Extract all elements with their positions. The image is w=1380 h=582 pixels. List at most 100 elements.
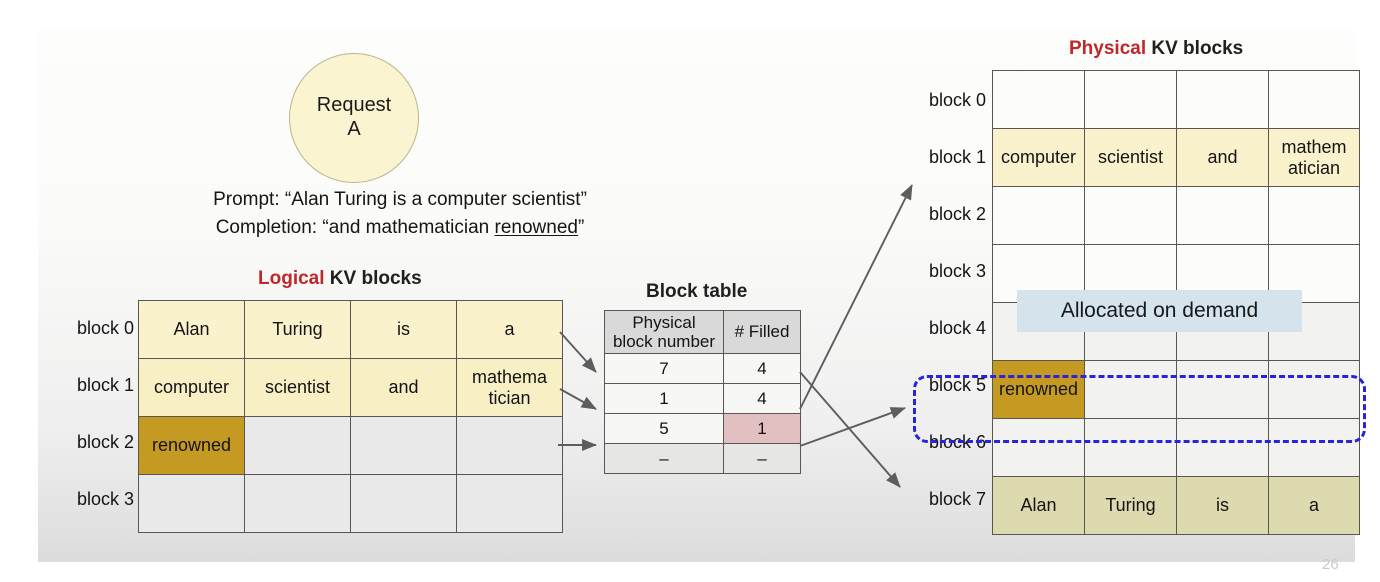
logical-cell-2-0: renowned bbox=[138, 416, 245, 475]
physical-cell-2-0 bbox=[992, 186, 1085, 245]
physical-cell-2-2 bbox=[1176, 186, 1269, 245]
physical-cell-0-1 bbox=[1084, 70, 1177, 129]
physical-row-label-6: block 6 bbox=[928, 432, 986, 452]
request-bubble: Request A bbox=[289, 53, 419, 183]
logical-cell-2-1 bbox=[244, 416, 351, 475]
table-row bbox=[992, 186, 1360, 245]
logical-cell-1-0: computer bbox=[138, 358, 245, 417]
allocated-on-demand-label: Allocated on demand bbox=[1060, 299, 1259, 322]
table-row: – – bbox=[604, 443, 801, 474]
logical-cell-1-3: mathema tician bbox=[456, 358, 563, 417]
logical-cell-0-0: Alan bbox=[138, 300, 245, 359]
logical-row-labels: block 0 block 1 block 2 block 3 bbox=[62, 300, 134, 526]
table-row: 5 1 bbox=[604, 413, 801, 444]
physical-row-labels: block 0 block 1 block 2 block 3 block 4 … bbox=[908, 70, 986, 522]
block-table-title: Block table bbox=[646, 281, 748, 302]
logical-title-rest: KV blocks bbox=[324, 268, 422, 289]
table-row: Alan Turing is a bbox=[992, 476, 1360, 535]
logical-cell-0-3: a bbox=[456, 300, 563, 359]
block-table-filled-2: 1 bbox=[723, 413, 801, 444]
completion-underlined-token: renowned bbox=[494, 216, 578, 238]
physical-cell-5-3 bbox=[1268, 360, 1360, 419]
physical-cell-5-0: renowned bbox=[992, 360, 1085, 419]
logical-cell-2-3 bbox=[456, 416, 563, 475]
prompt-text-block: Prompt: “Alan Turing is a computer scien… bbox=[120, 186, 680, 241]
logical-cell-3-2 bbox=[350, 474, 457, 533]
logical-cell-2-2 bbox=[350, 416, 457, 475]
allocated-on-demand-callout: Allocated on demand bbox=[1017, 290, 1302, 332]
block-table-physical-2: 5 bbox=[604, 413, 724, 444]
logical-cell-0-2: is bbox=[350, 300, 457, 359]
block-table-filled-3: – bbox=[723, 443, 801, 474]
physical-row-label-2: block 2 bbox=[928, 204, 986, 224]
logical-cell-3-3 bbox=[456, 474, 563, 533]
table-row bbox=[992, 70, 1360, 129]
block-table-physical-1: 1 bbox=[604, 383, 724, 414]
physical-kv-title: Physical KV blocks bbox=[1069, 38, 1243, 60]
block-table-physical-3: – bbox=[604, 443, 724, 474]
physical-cell-7-0: Alan bbox=[992, 476, 1085, 535]
logical-title-strong: Logical bbox=[258, 268, 325, 289]
physical-cell-6-0 bbox=[992, 418, 1085, 477]
physical-cell-2-1 bbox=[1084, 186, 1177, 245]
physical-title-rest: KV blocks bbox=[1146, 38, 1244, 59]
table-row: computer scientist and mathema tician bbox=[138, 358, 563, 417]
completion-line: Completion: “and mathematician renowned” bbox=[120, 214, 680, 242]
logical-cell-1-2: and bbox=[350, 358, 457, 417]
block-table-physical-0: 7 bbox=[604, 353, 724, 384]
table-row: computer scientist and mathem atician bbox=[992, 128, 1360, 187]
physical-cell-6-3 bbox=[1268, 418, 1360, 477]
page-number: 26 bbox=[1322, 556, 1339, 573]
physical-cell-6-2 bbox=[1176, 418, 1269, 477]
block-table: Physical block number # Filled 7 4 1 4 5… bbox=[604, 310, 801, 474]
completion-suffix: ” bbox=[577, 216, 585, 238]
physical-row-label-3: block 3 bbox=[928, 261, 986, 281]
table-row: renowned bbox=[992, 360, 1360, 419]
physical-cell-1-1: scientist bbox=[1084, 128, 1177, 187]
physical-row-label-1: block 1 bbox=[928, 147, 986, 167]
table-header-row: Physical block number # Filled bbox=[604, 310, 801, 354]
logical-row-label-1: block 1 bbox=[76, 375, 134, 395]
physical-cell-0-3 bbox=[1268, 70, 1360, 129]
physical-cell-7-1: Turing bbox=[1084, 476, 1177, 535]
table-row: Alan Turing is a bbox=[138, 300, 563, 359]
logical-cell-1-1: scientist bbox=[244, 358, 351, 417]
table-row bbox=[138, 474, 563, 533]
block-table-header-filled: # Filled bbox=[723, 310, 801, 354]
physical-cell-1-0: computer bbox=[992, 128, 1085, 187]
physical-cell-5-2 bbox=[1176, 360, 1269, 419]
physical-row-label-0: block 0 bbox=[928, 90, 986, 110]
table-row: 1 4 bbox=[604, 383, 801, 414]
logical-kv-title: Logical KV blocks bbox=[258, 268, 422, 290]
logical-row-label-2: block 2 bbox=[76, 432, 134, 452]
physical-cell-1-2: and bbox=[1176, 128, 1269, 187]
logical-row-label-0: block 0 bbox=[76, 318, 134, 338]
table-row: renowned bbox=[138, 416, 563, 475]
physical-row-label-5: block 5 bbox=[928, 375, 986, 395]
table-row bbox=[992, 418, 1360, 477]
table-row: 7 4 bbox=[604, 353, 801, 384]
request-label-line2: A bbox=[347, 118, 361, 140]
logical-row-label-3: block 3 bbox=[76, 489, 134, 509]
physical-title-strong: Physical bbox=[1069, 38, 1147, 59]
physical-cell-7-2: is bbox=[1176, 476, 1269, 535]
block-table-filled-0: 4 bbox=[723, 353, 801, 384]
logical-kv-table: Alan Turing is a computer scientist and … bbox=[138, 300, 563, 533]
logical-cell-3-1 bbox=[244, 474, 351, 533]
physical-cell-7-3: a bbox=[1268, 476, 1360, 535]
physical-cell-2-3 bbox=[1268, 186, 1360, 245]
block-table-header-physical: Physical block number bbox=[604, 310, 724, 354]
prompt-line: Prompt: “Alan Turing is a computer scien… bbox=[213, 189, 587, 210]
logical-cell-0-1: Turing bbox=[244, 300, 351, 359]
block-table-filled-1: 4 bbox=[723, 383, 801, 414]
physical-cell-0-2 bbox=[1176, 70, 1269, 129]
request-label-line1: Request bbox=[316, 94, 392, 117]
physical-row-label-7: block 7 bbox=[928, 489, 986, 509]
logical-cell-3-0 bbox=[138, 474, 245, 533]
physical-cell-6-1 bbox=[1084, 418, 1177, 477]
physical-row-label-4: block 4 bbox=[928, 318, 986, 338]
physical-cell-0-0 bbox=[992, 70, 1085, 129]
physical-cell-5-1 bbox=[1084, 360, 1177, 419]
physical-cell-1-3: mathem atician bbox=[1268, 128, 1360, 187]
completion-prefix: Completion: “and mathematician bbox=[215, 216, 495, 238]
